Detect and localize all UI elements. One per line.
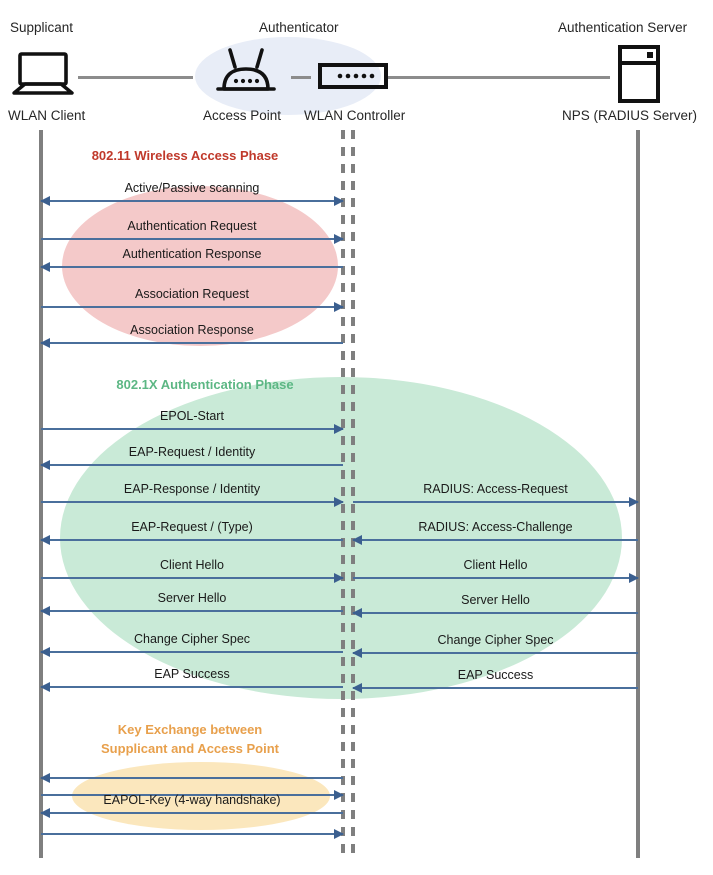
wire-controller-to-server — [388, 76, 610, 79]
arrowhead-left-icon — [40, 196, 50, 206]
arrowhead-right-icon — [334, 573, 344, 583]
message-label: EAP Success — [457, 668, 534, 682]
message-line — [41, 610, 343, 612]
message-label: Authentication Response — [122, 247, 262, 261]
arrowhead-right-icon — [334, 424, 344, 434]
arrowhead-right-icon — [334, 196, 344, 206]
arrowhead-right-icon — [334, 302, 344, 312]
arrowhead-left-icon — [40, 682, 50, 692]
message-label: EAPOL-Key (4-way handshake) — [103, 793, 281, 807]
message-label: Change Cipher Spec — [437, 633, 554, 647]
node-label-nps-radius-server: NPS (RADIUS Server) — [562, 108, 698, 123]
message-line — [353, 577, 638, 579]
phase-label-key-exchange-line1: Key Exchange between — [117, 722, 263, 737]
arrowhead-right-icon — [334, 234, 344, 244]
arrowhead-left-icon — [40, 262, 50, 272]
lifeline-nps-radius-server — [636, 130, 640, 858]
arrowhead-left-icon — [40, 773, 50, 783]
arrowhead-left-icon — [40, 535, 50, 545]
phase-label-wireless-access: 802.11 Wireless Access Phase — [91, 148, 279, 163]
message-label: RADIUS: Access-Request — [423, 482, 568, 496]
message-label: EAP-Request / (Type) — [131, 520, 253, 534]
arrowhead-left-icon — [352, 535, 362, 545]
message-label: EPOL-Start — [160, 409, 224, 423]
message-line — [41, 812, 343, 814]
message-line — [41, 428, 343, 430]
access-point-icon — [214, 48, 278, 98]
lifeline-access-point — [341, 130, 345, 858]
role-title-authentication-server: Authentication Server — [558, 20, 688, 35]
node-label-wlan-controller: WLAN Controller — [304, 108, 406, 123]
message-line — [41, 686, 343, 688]
arrowhead-left-icon — [352, 683, 362, 693]
arrowhead-left-icon — [40, 460, 50, 470]
message-label: Active/Passive scanning — [124, 181, 260, 195]
arrowhead-right-icon — [334, 790, 344, 800]
message-label: Authentication Request — [127, 219, 257, 233]
node-label-wlan-client: WLAN Client — [8, 108, 86, 123]
message-line — [353, 652, 638, 654]
wire-ap-to-controller — [291, 76, 311, 79]
laptop-icon — [12, 52, 74, 96]
node-label-access-point: Access Point — [203, 108, 282, 123]
arrowhead-left-icon — [352, 648, 362, 658]
arrowhead-right-icon — [629, 497, 639, 507]
message-line — [41, 651, 343, 653]
message-line — [353, 612, 638, 614]
wire-client-to-ap — [78, 76, 193, 79]
lifeline-wlan-controller — [351, 130, 355, 858]
message-line — [353, 539, 638, 541]
message-line — [353, 687, 638, 689]
message-line — [41, 266, 343, 268]
message-line — [41, 501, 343, 503]
message-line — [353, 501, 638, 503]
message-label: EAP-Request / Identity — [128, 445, 256, 459]
wlan-controller-icon — [318, 62, 388, 90]
message-label: EAP-Response / Identity — [123, 482, 261, 496]
message-line — [41, 777, 343, 779]
lifeline-wlan-client — [39, 130, 43, 858]
message-line — [41, 238, 343, 240]
message-line — [41, 539, 343, 541]
message-label: Association Request — [135, 287, 249, 301]
message-label: Association Response — [130, 323, 254, 337]
role-title-authenticator: Authenticator — [259, 20, 339, 35]
phase-label-key-exchange-line2: Supplicant and Access Point — [101, 740, 279, 756]
arrowhead-left-icon — [40, 338, 50, 348]
arrowhead-right-icon — [334, 829, 344, 839]
message-label: Server Hello — [461, 593, 530, 607]
message-line — [41, 464, 343, 466]
phase-label-key-exchange: Key Exchange between Supplicant and Acce… — [60, 721, 320, 759]
message-label: Client Hello — [160, 558, 224, 572]
arrowhead-left-icon — [352, 608, 362, 618]
message-line — [41, 342, 343, 344]
message-line — [41, 306, 343, 308]
message-label: EAP Success — [154, 667, 230, 681]
server-icon — [617, 45, 661, 103]
arrowhead-right-icon — [629, 573, 639, 583]
message-label: RADIUS: Access-Challenge — [418, 520, 573, 534]
arrowhead-left-icon — [40, 647, 50, 657]
message-line — [41, 794, 343, 796]
message-label: Server Hello — [157, 591, 227, 605]
message-label: Client Hello — [463, 558, 528, 572]
arrowhead-left-icon — [40, 808, 50, 818]
message-label: Change Cipher Spec — [133, 632, 251, 646]
message-line — [41, 577, 343, 579]
arrowhead-left-icon — [40, 606, 50, 616]
message-line — [41, 200, 343, 202]
arrowhead-right-icon — [334, 497, 344, 507]
phase-label-dot1x-auth: 802.1X Authentication Phase — [116, 377, 294, 392]
message-line — [41, 833, 343, 835]
role-title-supplicant: Supplicant — [10, 20, 74, 35]
phase-blob-key-exchange — [72, 762, 330, 830]
